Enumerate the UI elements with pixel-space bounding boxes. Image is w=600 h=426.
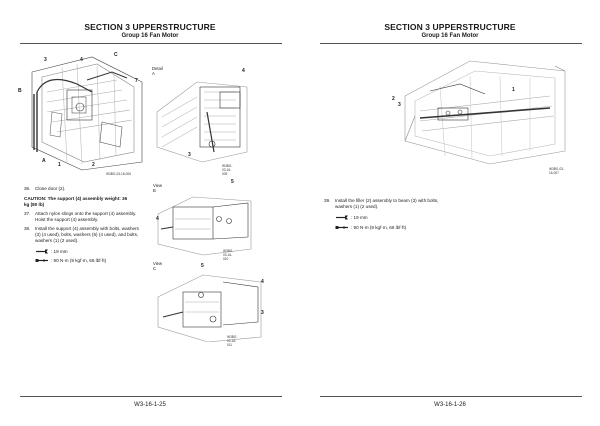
step-39: 39. Install the filler (2) assembly to b…	[324, 198, 439, 209]
caution-text: The support (4) assembly weight: 36	[47, 196, 128, 201]
section-title: SECTION 3 UPPERSTRUCTURE	[84, 22, 216, 32]
callout-2: 2	[392, 96, 395, 102]
callout-3: 3	[261, 310, 264, 316]
wrench-icon	[35, 249, 49, 254]
callout-5: 5	[201, 263, 204, 269]
header-rule	[20, 43, 282, 44]
view-c-label: View C	[153, 261, 163, 271]
callout-a: A	[42, 158, 46, 164]
step-36: 36. Close door (2).	[24, 186, 66, 191]
spec-torque: : 90 N·m (9 kgf·m, 66 lbf·ft)	[35, 258, 106, 263]
page-number: W3-16-1-25	[134, 402, 166, 408]
callout-4: 4	[80, 57, 83, 63]
spec-wrench: : 19 mm	[335, 215, 368, 220]
main-figure: 3 4 C 7 B A 1 2 W3BG-03-16-006	[18, 52, 147, 176]
page-number: W3-16-1-26	[434, 402, 466, 408]
figure-id: W3BG-03-16-011	[227, 335, 238, 347]
footer-rule	[20, 396, 282, 397]
footer-rule	[320, 396, 582, 397]
group-title: Group 16 Fan Motor	[421, 33, 479, 39]
view-c-drawing	[157, 274, 262, 342]
left-page: SECTION 3 UPPERSTRUCTURE Group 16 Fan Mo…	[18, 22, 282, 408]
detail-a-label: Detail A	[152, 66, 163, 76]
figure-id: W3BG-03-16-010	[223, 249, 234, 261]
figure-id: W3BG-03-16-009	[222, 164, 233, 176]
callout-4: 4	[261, 279, 264, 285]
callout-4: 4	[242, 68, 245, 74]
header-rule	[320, 43, 582, 44]
callout-3: 3	[398, 102, 401, 108]
callout-2: 2	[92, 162, 95, 168]
callout-3: 3	[44, 57, 47, 63]
right-page: SECTION 3 UPPERSTRUCTURE Group 16 Fan Mo…	[300, 0, 600, 426]
view-b-label: View B	[153, 183, 163, 193]
callout-7: 7	[135, 78, 138, 84]
spec-torque: : 90 N·m (9 kgf·m, 66 lbf·ft)	[335, 225, 406, 230]
callout-4: 4	[156, 216, 159, 222]
figure-id: W3BG-03-16-007	[549, 167, 565, 175]
wrench-icon	[335, 215, 349, 220]
callout-1: 1	[58, 162, 61, 168]
step-37: 37. Attach nylon slings onto the support…	[24, 211, 137, 222]
torque-wrench-icon	[35, 258, 49, 263]
caution-text-2: kg (80 lb)	[24, 202, 45, 207]
right-figure-drawing	[404, 60, 566, 165]
torque-wrench-icon	[335, 225, 349, 230]
step-38: 38. Install the support (4) assembly wit…	[24, 226, 139, 243]
callout-3: 3	[188, 152, 191, 158]
callout-1: 1	[512, 87, 515, 93]
section-title: SECTION 3 UPPERSTRUCTURE	[384, 22, 516, 32]
right-figure: 2 3 1 W3BG-03-16-007	[392, 56, 568, 175]
view-b-drawing	[157, 196, 252, 256]
caution: CAUTION: The support (4) assembly weight…	[24, 196, 154, 208]
detail-a-drawing	[156, 81, 248, 163]
figure-id: W3BG-03-16-006	[106, 172, 131, 176]
callout-5: 5	[231, 179, 234, 185]
callout-c: C	[114, 52, 118, 58]
caution-label: CAUTION:	[24, 196, 47, 201]
callout-b: B	[18, 88, 22, 94]
main-figure-drawing	[31, 56, 143, 171]
spec-wrench: : 19 mm	[35, 249, 68, 254]
group-title: Group 16 Fan Motor	[121, 33, 179, 39]
